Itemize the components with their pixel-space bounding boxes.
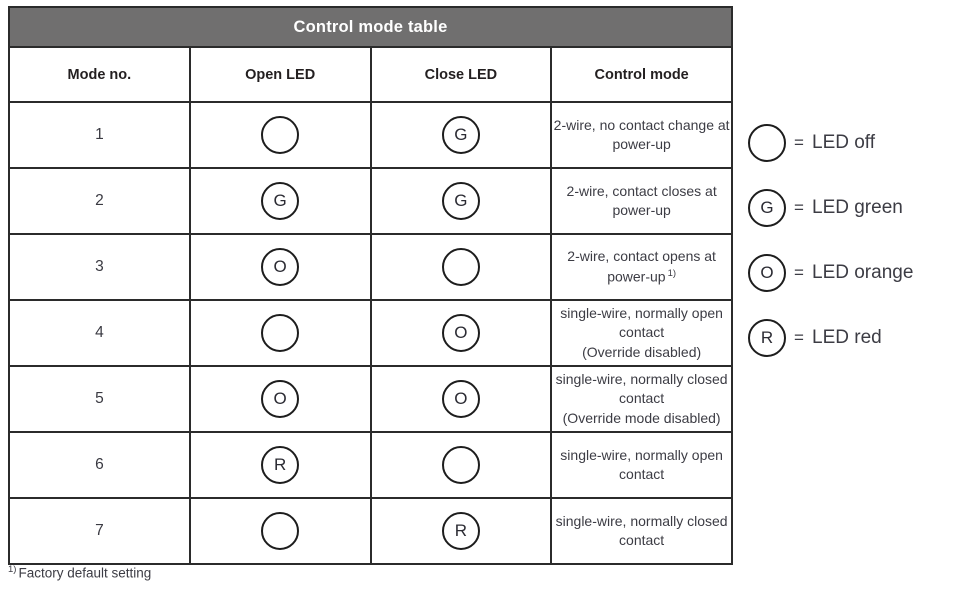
legend-item-led-off: = LED off (748, 110, 953, 175)
led-indicator-icon: G (441, 182, 480, 220)
control-mode-text: single-wire, normally closed contact (555, 371, 728, 407)
led-indicator-icon: R (748, 318, 786, 357)
control-mode-text: single-wire, normally open contact (560, 446, 723, 482)
table-title-row: Control mode table (8, 6, 733, 48)
cell-open-led (188, 497, 372, 565)
legend-label: LED orange (812, 261, 914, 283)
table-row: 5 O O single-wire, normally closed conta… (8, 365, 733, 433)
control-mode-subtext: (Override mode disabled) (562, 409, 721, 426)
led-indicator-icon: G (261, 182, 300, 220)
led-indicator-icon: R (261, 446, 300, 484)
cell-open-led: R (188, 431, 372, 499)
led-indicator-icon: G (748, 188, 786, 227)
led-indicator-icon: O (441, 314, 480, 352)
cell-open-led (188, 299, 372, 367)
legend-equals-sign: = (794, 327, 804, 347)
cell-control-mode: 2-wire, no contact change at power-up (550, 101, 733, 169)
cell-close-led (369, 233, 553, 301)
column-header-control-mode: Control mode (550, 46, 733, 103)
led-indicator-icon: O (748, 253, 786, 292)
footnote-text: Factory default setting (18, 565, 152, 581)
control-mode-text: single-wire, normally open contact (560, 305, 723, 341)
legend-item-led-red: R = LED red (748, 305, 953, 370)
led-indicator-icon (441, 248, 480, 286)
cell-control-mode: single-wire, normally closed contact (550, 497, 733, 565)
cell-mode-no: 3 (8, 233, 191, 301)
led-indicator-icon: O (441, 380, 480, 418)
column-header-close-led: Close LED (369, 46, 553, 103)
cell-mode-no: 7 (8, 497, 191, 565)
led-indicator-icon: R (441, 512, 480, 550)
cell-close-led: O (369, 299, 553, 367)
legend-item-led-orange: O = LED orange (748, 240, 953, 305)
table-row: 4 O single-wire, normally open contact (… (8, 299, 733, 367)
column-header-open-led: Open LED (188, 46, 372, 103)
legend-equals-sign: = (794, 132, 804, 152)
cell-mode-no: 2 (8, 167, 191, 235)
led-indicator-icon: G (441, 116, 480, 154)
table-row: 2 G G 2-wire, contact closes at power-up (8, 167, 733, 235)
footnote: 1)Factory default setting (8, 564, 151, 581)
legend-label: LED red (812, 326, 882, 348)
control-mode-subtext: (Override disabled) (582, 343, 702, 360)
led-indicator-icon (441, 446, 480, 484)
cell-close-led (369, 431, 553, 499)
led-indicator-icon (261, 116, 300, 154)
legend-equals-sign: = (794, 262, 804, 282)
cell-control-mode: single-wire, normally open contact (Over… (550, 299, 733, 367)
cell-mode-no: 1 (8, 101, 191, 169)
led-indicator-icon (261, 314, 300, 352)
cell-open-led (188, 101, 372, 169)
table-row: 6 R single-wire, normally open contact (8, 431, 733, 499)
table-row: 1 G 2-wire, no contact change at power-u… (8, 101, 733, 169)
cell-control-mode: 2-wire, contact closes at power-up (550, 167, 733, 235)
cell-mode-no: 4 (8, 299, 191, 367)
legend-item-led-green: G = LED green (748, 175, 953, 240)
column-header-mode-no: Mode no. (8, 46, 191, 103)
control-mode-text: 2-wire, no contact change at power-up (553, 116, 730, 152)
cell-open-led: O (188, 233, 372, 301)
footnote-marker: 1) (8, 564, 17, 575)
legend-label: LED off (812, 131, 876, 153)
control-mode-table: Control mode table Mode no. Open LED Clo… (8, 6, 733, 565)
cell-close-led: G (369, 167, 553, 235)
footnote-marker: 1) (667, 267, 677, 279)
cell-open-led: O (188, 365, 372, 433)
led-indicator-icon: O (261, 380, 300, 418)
legend-equals-sign: = (794, 197, 804, 217)
cell-control-mode: single-wire, normally open contact (550, 431, 733, 499)
cell-close-led: R (369, 497, 553, 565)
table-row: 7 R single-wire, normally closed contact (8, 497, 733, 565)
control-mode-text: single-wire, normally closed contact (555, 512, 728, 548)
control-mode-text: 2-wire, contact closes at power-up (566, 182, 717, 218)
led-legend: = LED off G = LED green O = LED orange R… (748, 110, 953, 370)
cell-mode-no: 5 (8, 365, 191, 433)
control-mode-table-container: Control mode table Mode no. Open LED Clo… (8, 6, 733, 565)
led-indicator-icon (261, 512, 300, 550)
table-title: Control mode table (8, 6, 733, 48)
cell-mode-no: 6 (8, 431, 191, 499)
control-mode-text: 2-wire, contact opens at power-up (567, 248, 716, 285)
led-indicator-icon (748, 123, 786, 162)
cell-open-led: G (188, 167, 372, 235)
cell-close-led: O (369, 365, 553, 433)
cell-control-mode: single-wire, normally closed contact (Ov… (550, 365, 733, 433)
legend-label: LED green (812, 196, 903, 218)
led-indicator-icon: O (261, 248, 300, 286)
table-header-row: Mode no. Open LED Close LED Control mode (8, 46, 733, 103)
cell-close-led: G (369, 101, 553, 169)
